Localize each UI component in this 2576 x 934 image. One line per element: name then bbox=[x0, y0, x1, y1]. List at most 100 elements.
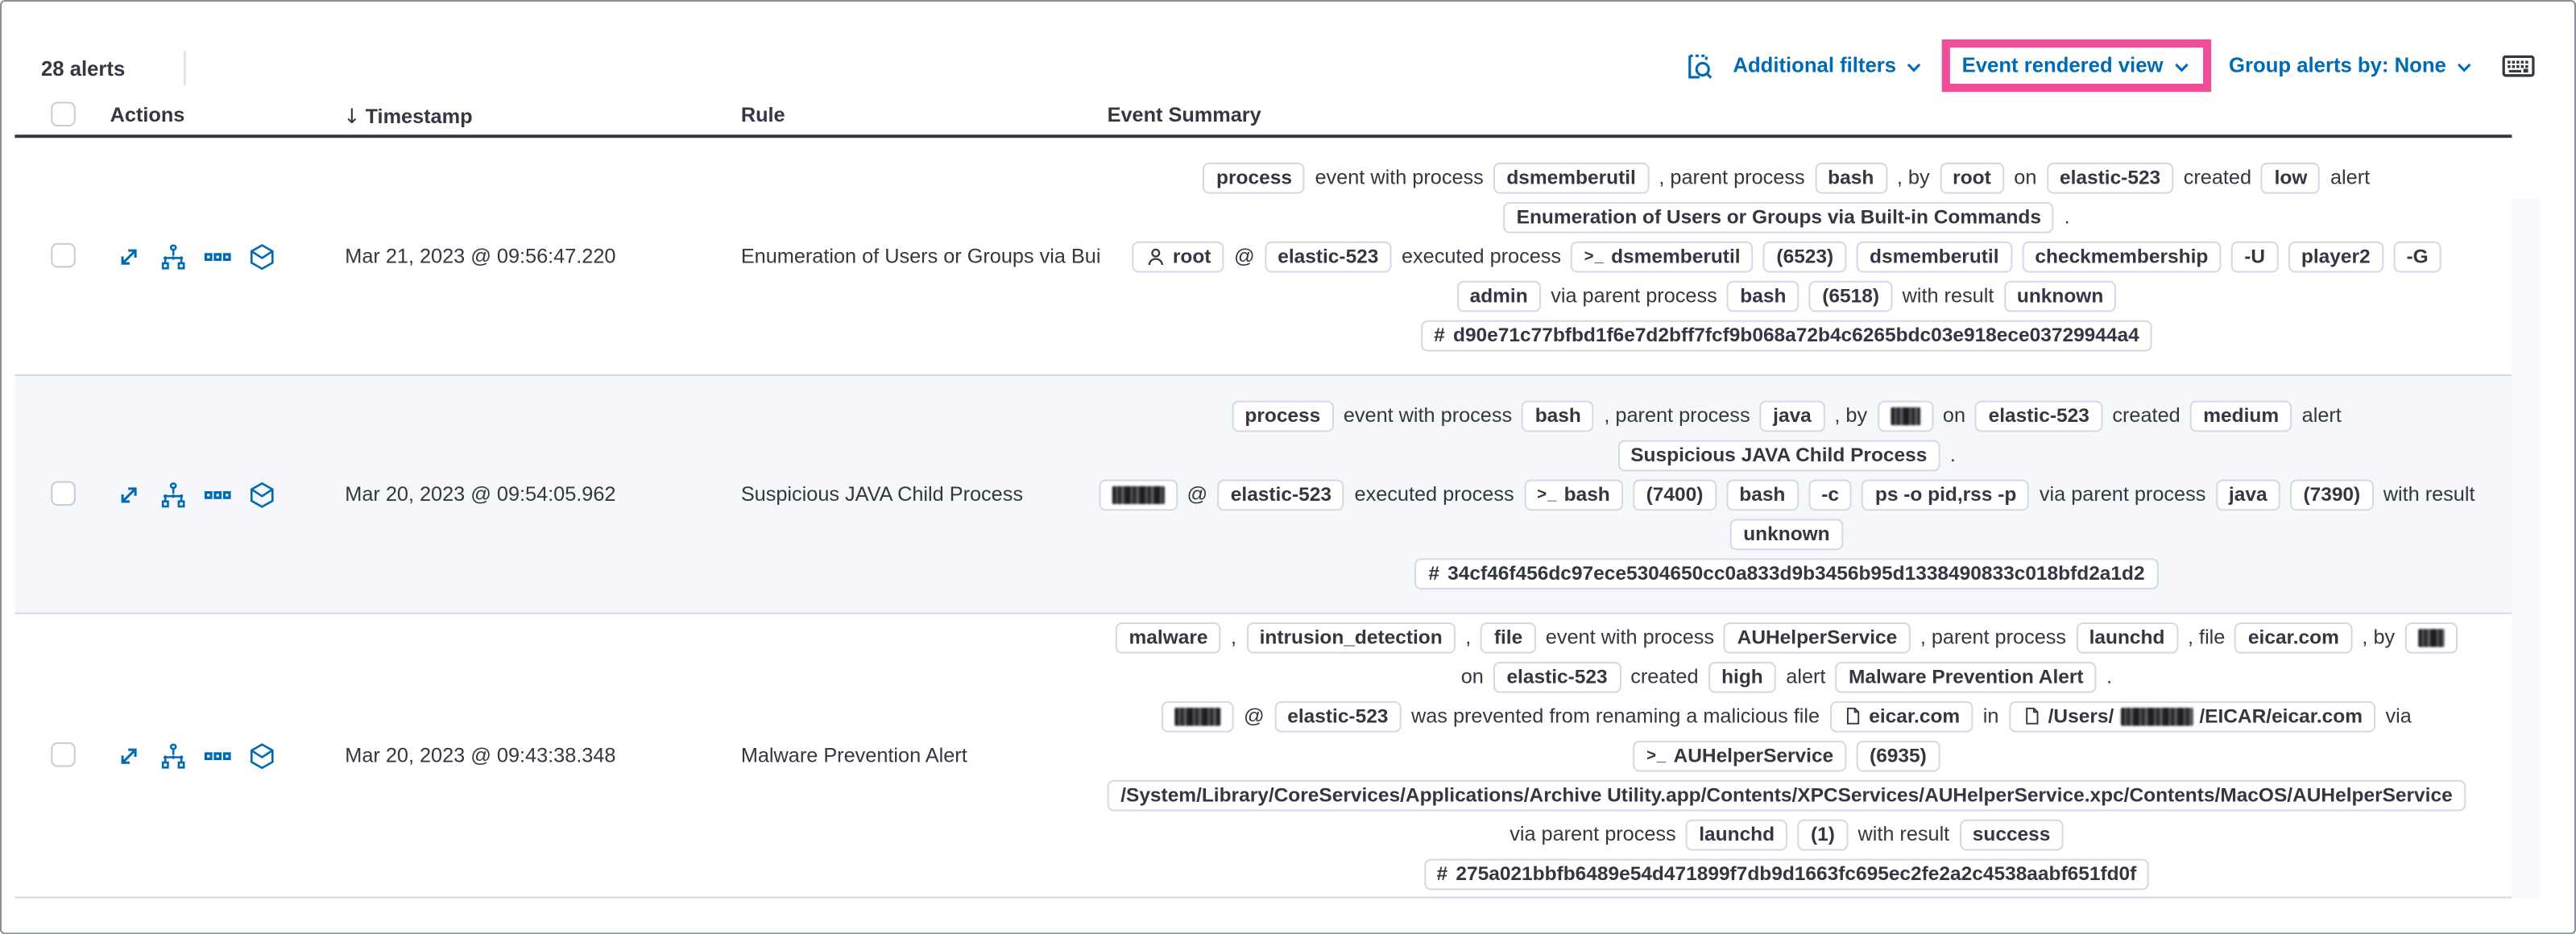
toolbar-divider bbox=[184, 51, 186, 86]
scrollbar-track[interactable] bbox=[2512, 198, 2541, 899]
row-checkbox[interactable] bbox=[51, 242, 76, 268]
field-badge[interactable]: elastic-523 bbox=[1975, 399, 2103, 432]
summary-line: unknown bbox=[1075, 514, 2499, 553]
field-badge[interactable]: #34cf46f456dc97ece5304650cc0a833d9b3456b… bbox=[1414, 557, 2158, 589]
session-view-icon[interactable] bbox=[248, 742, 276, 770]
field-badge[interactable]: elastic-523 bbox=[1217, 478, 1345, 510]
field-badge[interactable]: >_bash bbox=[1523, 478, 1624, 510]
alert-timestamp: Mar 20, 2023 @ 09:43:38.348 bbox=[345, 743, 616, 767]
analyze-event-icon[interactable] bbox=[159, 242, 188, 271]
field-badge[interactable]: intrusion_detection bbox=[1246, 621, 1456, 653]
select-all-checkbox[interactable] bbox=[51, 101, 76, 127]
session-view-icon[interactable] bbox=[248, 242, 276, 271]
field-badge[interactable]: (7390) bbox=[2290, 478, 2374, 510]
field-badge[interactable]: bash bbox=[1726, 279, 1799, 312]
field-badge[interactable]: bash bbox=[1725, 478, 1799, 510]
field-badge[interactable]: java bbox=[2215, 478, 2280, 510]
field-badge[interactable]: Suspicious JAVA Child Process bbox=[1617, 439, 1940, 471]
field-badge[interactable]: elastic-523 bbox=[2046, 161, 2174, 193]
field-badge[interactable]: high bbox=[1708, 660, 1777, 692]
inspect-icon[interactable] bbox=[1684, 50, 1715, 81]
field-badge[interactable]: admin bbox=[1456, 279, 1541, 312]
summary-text: , parent process bbox=[1920, 626, 2067, 649]
field-badge[interactable]: launchd bbox=[2076, 621, 2178, 653]
keyboard-shortcuts-icon[interactable] bbox=[2502, 52, 2535, 79]
field-badge[interactable]: low bbox=[2261, 161, 2321, 193]
column-header-timestamp[interactable]: ↓Timestamp bbox=[343, 103, 472, 128]
summary-line: #d90e71c77bfbd1f6e7d2bff7fcf9b068a72b4c6… bbox=[1075, 316, 2499, 355]
field-badge[interactable]: file bbox=[1481, 621, 1536, 653]
summary-text: on bbox=[1942, 403, 1966, 428]
field-badge[interactable]: bash bbox=[1814, 161, 1887, 193]
field-badge[interactable] bbox=[1162, 700, 1234, 732]
expand-alert-icon[interactable] bbox=[115, 481, 143, 509]
additional-filters-button[interactable]: Additional filters bbox=[1733, 54, 1924, 77]
expand-alert-icon[interactable] bbox=[115, 742, 143, 770]
more-actions-icon[interactable] bbox=[204, 242, 232, 271]
field-badge[interactable]: -G bbox=[2393, 240, 2442, 272]
column-header-actions: Actions bbox=[110, 103, 185, 127]
field-badge[interactable]: eicar.com bbox=[1829, 700, 1973, 732]
field-badge[interactable]: #d90e71c77bfbd1f6e7d2bff7fcf9b068a72b4c6… bbox=[1420, 319, 2153, 351]
analyze-event-icon[interactable] bbox=[159, 481, 188, 509]
summary-text: . bbox=[2064, 205, 2070, 229]
alert-rule-name[interactable]: Enumeration of Users or Groups via Bui bbox=[740, 244, 1101, 268]
field-badge[interactable]: root bbox=[1939, 161, 2005, 193]
field-badge[interactable] bbox=[2404, 621, 2458, 653]
field-badge[interactable]: (1) bbox=[1797, 818, 1849, 850]
field-badge[interactable]: -U bbox=[2230, 240, 2279, 272]
column-header-event-summary[interactable]: Event Summary bbox=[1107, 103, 1261, 127]
field-badge[interactable]: malware bbox=[1116, 621, 1221, 653]
analyze-event-icon[interactable] bbox=[159, 742, 188, 770]
field-badge[interactable]: unknown bbox=[2003, 279, 2117, 312]
field-badge[interactable]: (6523) bbox=[1763, 240, 1847, 272]
field-badge[interactable]: ps -o pid,rss -p bbox=[1862, 478, 2030, 510]
field-badge[interactable]: >_dsmemberutil bbox=[1571, 240, 1754, 272]
row-checkbox[interactable] bbox=[51, 742, 76, 767]
field-badge[interactable] bbox=[1877, 399, 1933, 432]
group-alerts-by-button[interactable]: Group alerts by: None bbox=[2229, 54, 2474, 77]
field-badge[interactable]: dsmemberutil bbox=[1856, 240, 2012, 272]
row-checkbox[interactable] bbox=[51, 481, 76, 506]
field-badge[interactable]: (6935) bbox=[1856, 739, 1940, 771]
field-badge[interactable]: AUHelperService bbox=[1724, 621, 1911, 653]
field-badge[interactable]: launchd bbox=[1685, 818, 1788, 850]
session-view-icon[interactable] bbox=[248, 481, 276, 509]
field-badge[interactable]: /System/Library/CoreServices/Application… bbox=[1107, 779, 2466, 811]
field-badge[interactable]: #275a021bbfb6489e54d471899f7db9d1663fc69… bbox=[1423, 858, 2150, 890]
more-actions-icon[interactable] bbox=[204, 481, 232, 509]
summary-text: event with process bbox=[1343, 403, 1513, 428]
column-header-rule[interactable]: Rule bbox=[740, 103, 785, 127]
field-badge[interactable]: elastic-523 bbox=[1274, 700, 1402, 732]
field-badge[interactable]: elastic-523 bbox=[1493, 660, 1621, 692]
field-badge[interactable]: (7400) bbox=[1633, 478, 1717, 510]
field-badge[interactable] bbox=[1098, 478, 1178, 510]
field-badge[interactable]: success bbox=[1959, 818, 2064, 850]
view-selector-button[interactable]: Event rendered view bbox=[1962, 54, 2192, 77]
field-badge[interactable]: process bbox=[1203, 161, 1306, 193]
field-badge[interactable]: unknown bbox=[1729, 518, 1843, 550]
expand-alert-icon[interactable] bbox=[115, 242, 143, 271]
field-badge[interactable]: process bbox=[1232, 399, 1334, 432]
field-badge[interactable]: checkmembership bbox=[2022, 240, 2222, 272]
field-badge[interactable]: /Users//EICAR/eicar.com bbox=[2008, 700, 2376, 732]
field-badge[interactable]: elastic-523 bbox=[1264, 240, 1392, 272]
field-badge[interactable]: java bbox=[1759, 399, 1825, 432]
more-actions-icon[interactable] bbox=[204, 742, 232, 770]
field-badge[interactable]: medium bbox=[2189, 399, 2292, 432]
field-badge[interactable]: player2 bbox=[2288, 240, 2383, 272]
alert-rule-name[interactable]: Suspicious JAVA Child Process bbox=[740, 482, 1024, 506]
field-badge[interactable]: (6518) bbox=[1808, 279, 1893, 312]
field-badge[interactable]: Malware Prevention Alert bbox=[1835, 660, 2097, 692]
field-badge[interactable]: -c bbox=[1808, 478, 1853, 510]
field-badge[interactable]: >_AUHelperService bbox=[1633, 739, 1847, 771]
field-badge[interactable]: bash bbox=[1522, 399, 1595, 432]
field-badge[interactable]: root bbox=[1131, 240, 1224, 272]
alert-rule-name[interactable]: Malware Prevention Alert bbox=[740, 743, 967, 767]
field-badge[interactable]: Enumeration of Users or Groups via Built… bbox=[1503, 200, 2055, 233]
field-badge[interactable]: eicar.com bbox=[2234, 621, 2353, 653]
field-badge[interactable]: dsmemberutil bbox=[1493, 161, 1650, 193]
